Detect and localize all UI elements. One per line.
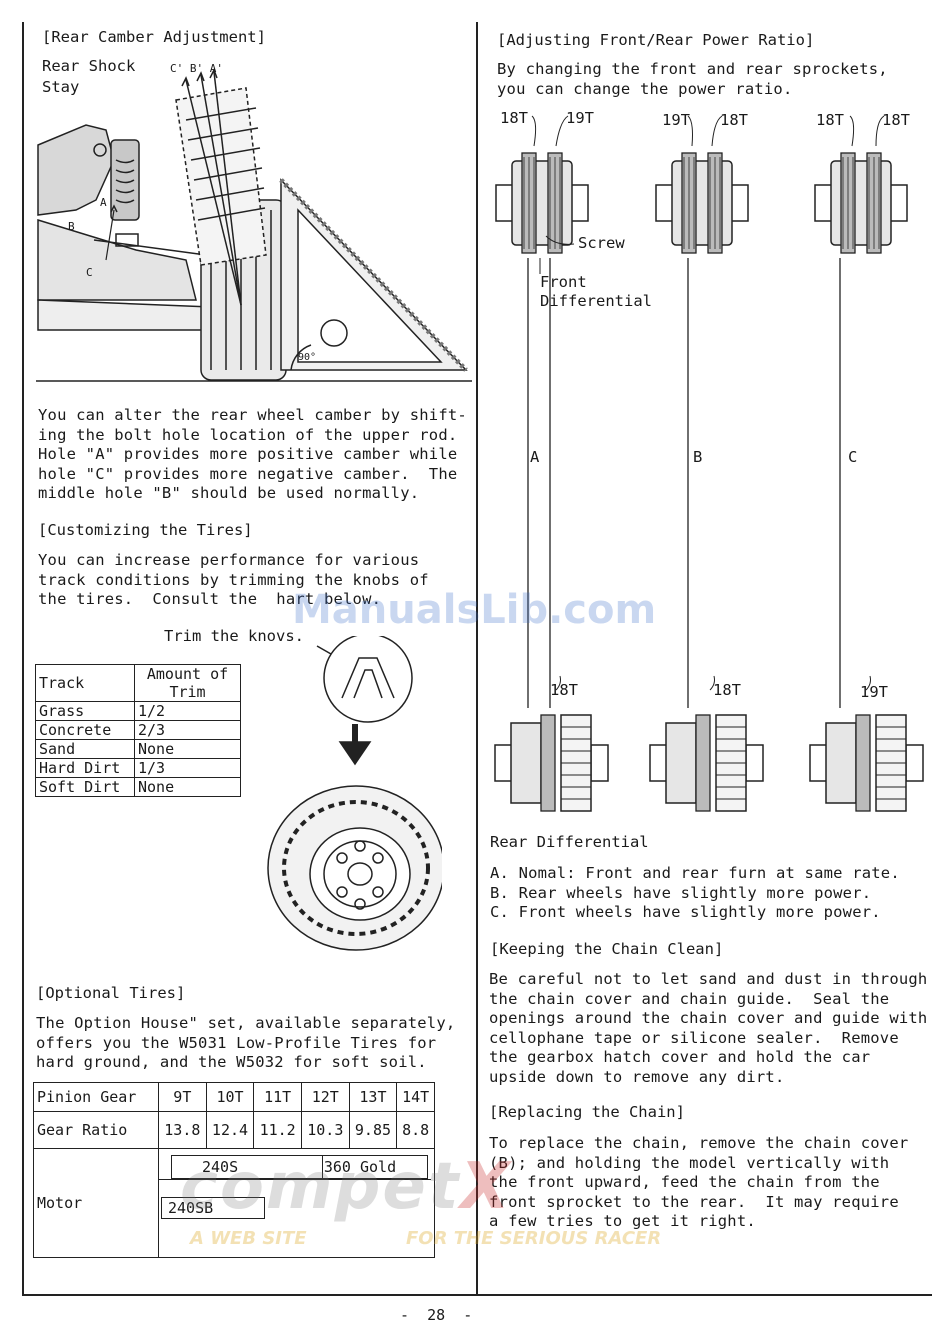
camber-heading: [Rear Camber Adjustment] bbox=[42, 28, 266, 46]
ratio-cell: 8.8 bbox=[396, 1111, 435, 1149]
camber-illustration bbox=[36, 68, 472, 382]
ratio-cell: 9.85 bbox=[348, 1111, 398, 1149]
replace-heading: [Replacing the Chain] bbox=[489, 1103, 685, 1121]
ratio-cell: 13.8 bbox=[158, 1111, 207, 1149]
trim-cell: 1/2 bbox=[134, 701, 241, 721]
chain-c-label: C bbox=[848, 448, 858, 466]
trim-header: Amount of Trim bbox=[134, 664, 241, 702]
gear-table: Pinion Gear 9T 10T 11T 12T 13T 14T Gear … bbox=[33, 1082, 435, 1258]
track-cell: Grass bbox=[35, 701, 135, 721]
motor-label: Motor bbox=[33, 1148, 159, 1258]
hole-b-label: B bbox=[68, 220, 75, 233]
table-row: Gear Ratio 13.8 12.4 11.2 10.3 9.85 8.8 bbox=[33, 1111, 435, 1149]
ratio-label: Gear Ratio bbox=[33, 1111, 159, 1149]
angle-label: 90° bbox=[298, 352, 317, 363]
pinion-cell: 11T bbox=[253, 1082, 302, 1112]
tire-illustration bbox=[267, 636, 442, 951]
tagline-right: FOR THE SERIOUS RACER bbox=[406, 1228, 662, 1249]
c-top-right-label: 18T bbox=[882, 111, 910, 129]
table-row: Motor 240S 360 Gold 240SB bbox=[33, 1148, 435, 1258]
pinion-cell: 12T bbox=[300, 1082, 350, 1112]
tires-body: You can increase performance for various… bbox=[38, 551, 429, 608]
pinion-label: Pinion Gear bbox=[33, 1082, 159, 1112]
pinion-cell: 10T bbox=[205, 1082, 255, 1112]
a-bottom-label: 18T bbox=[550, 681, 578, 699]
table-row: Track Amount of Trim bbox=[35, 664, 241, 702]
a-top-right-label: 19T bbox=[566, 109, 594, 127]
camber-body: You can alter the rear wheel camber by s… bbox=[38, 406, 467, 502]
optional-body: The Option House" set, available separat… bbox=[36, 1014, 456, 1071]
hole-c-label: C bbox=[86, 266, 93, 279]
track-cell: Concrete bbox=[35, 720, 135, 740]
camber-top-labels: C' B' A' bbox=[170, 62, 223, 75]
chain-b-label: B bbox=[693, 448, 703, 466]
b-top-left-label: 19T bbox=[662, 111, 690, 129]
pinion-cell: 13T bbox=[348, 1082, 398, 1112]
motor-cell: 240S 360 Gold 240SB bbox=[158, 1148, 435, 1258]
competitionx-logo: competX bbox=[180, 1150, 512, 1224]
track-cell: Hard Dirt bbox=[35, 758, 135, 778]
sprocket-diagram bbox=[494, 115, 924, 812]
motor-240s: 240S bbox=[171, 1155, 323, 1179]
power-notes: A. Nomal: Front and rear furn at same ra… bbox=[490, 864, 900, 921]
motor-240sb: 240SB bbox=[161, 1197, 265, 1219]
b-bottom-label: 18T bbox=[713, 681, 741, 699]
a-top-left-label: 18T bbox=[500, 109, 528, 127]
replace-body: To replace the chain, remove the chain c… bbox=[489, 1134, 909, 1230]
track-cell: Sand bbox=[35, 739, 135, 759]
ratio-cell: 10.3 bbox=[300, 1111, 350, 1149]
column-divider bbox=[476, 22, 478, 1294]
bottom-rule bbox=[22, 1294, 932, 1296]
pinion-cell: 14T bbox=[396, 1082, 435, 1112]
chain-clean-heading: [Keeping the Chain Clean] bbox=[490, 940, 724, 958]
tires-heading: [Customizing the Tires] bbox=[38, 521, 253, 539]
shock-stay-label: Rear Shock Stay bbox=[42, 57, 136, 96]
optional-heading: [Optional Tires] bbox=[36, 984, 186, 1002]
tagline-left: A WEB SITE bbox=[190, 1228, 307, 1249]
track-header: Track bbox=[35, 664, 135, 702]
chain-clean-body: Be careful not to let sand and dust in t… bbox=[489, 970, 928, 1086]
page-number: - 28 - bbox=[400, 1306, 473, 1324]
ratio-cell: 12.4 bbox=[205, 1111, 255, 1149]
ratio-cell: 11.2 bbox=[253, 1111, 302, 1149]
trim-cell: 2/3 bbox=[134, 720, 241, 740]
trim-cell: 1/3 bbox=[134, 758, 241, 778]
trim-cell: None bbox=[134, 777, 241, 797]
manualslib-watermark: ManualsLib.com bbox=[292, 587, 657, 633]
rear-diff-label: Rear Differential bbox=[490, 833, 649, 851]
track-cell: Soft Dirt bbox=[35, 777, 135, 797]
c-top-left-label: 18T bbox=[816, 111, 844, 129]
trim-label: Trim the knovs. bbox=[164, 627, 304, 645]
logo-x: X bbox=[460, 1150, 512, 1224]
table-row: Pinion Gear 9T 10T 11T 12T 13T 14T bbox=[33, 1082, 435, 1112]
front-diff-label: Front Differential bbox=[540, 273, 652, 310]
pinion-cell: 9T bbox=[158, 1082, 207, 1112]
screw-label: Screw bbox=[578, 234, 625, 252]
power-body: By changing the front and rear sprockets… bbox=[497, 60, 888, 98]
logo-text: compet bbox=[180, 1150, 461, 1224]
power-heading: [Adjusting Front/Rear Power Ratio] bbox=[497, 31, 815, 49]
motor-divider bbox=[159, 1179, 431, 1181]
hole-a-label: A bbox=[100, 196, 107, 209]
b-top-right-label: 18T bbox=[720, 111, 748, 129]
motor-360-gold: 360 Gold bbox=[293, 1155, 428, 1179]
c-bottom-label: 19T bbox=[860, 683, 888, 701]
trim-cell: None bbox=[134, 739, 241, 759]
chain-a-label: A bbox=[530, 448, 540, 466]
